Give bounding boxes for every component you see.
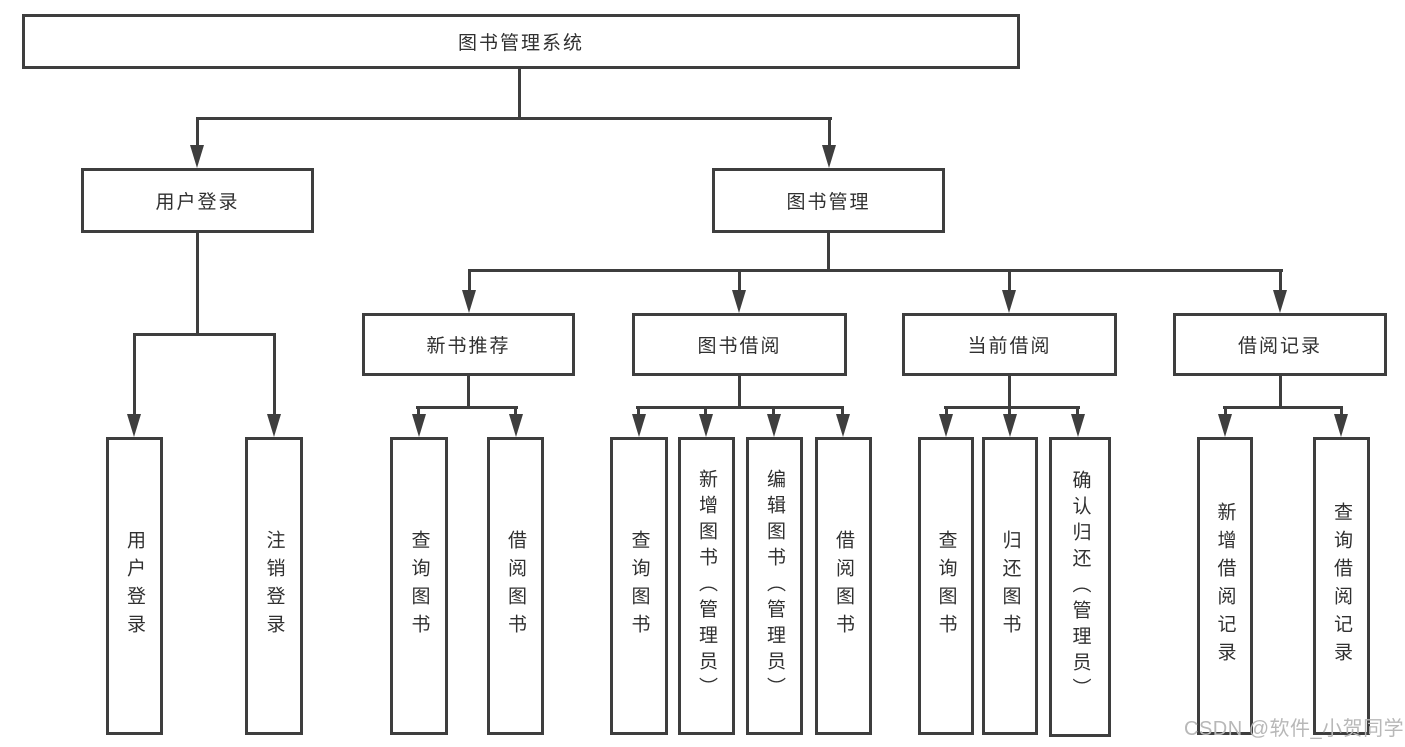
arrow-down-icon — [1003, 414, 1017, 437]
connector-leaf-stem — [1340, 406, 1343, 418]
connector-leaf-stem — [1224, 406, 1227, 418]
connector-records-bar — [1223, 406, 1343, 409]
connector-current-bar — [944, 406, 1080, 409]
node-current-borrow-label: 当前借阅 — [967, 336, 1052, 357]
connector-leaf-stem — [273, 333, 276, 414]
leaf-borrow-borrow-books: 借阅图书 — [815, 437, 872, 735]
connector-recommend-bar — [416, 406, 518, 409]
node-book-management-label: 图书管理 — [786, 192, 871, 213]
leaf-borrow-query-books: 查询图书 — [610, 437, 668, 735]
node-user-login: 用户登录 — [81, 168, 314, 233]
connector-group-stem — [738, 269, 741, 292]
arrow-down-icon — [1218, 414, 1232, 437]
node-borrow-records-label: 借阅记录 — [1237, 336, 1322, 357]
connector-records-down — [1279, 376, 1282, 408]
node-book-borrow: 图书借阅 — [632, 313, 847, 376]
arrow-down-icon — [412, 414, 426, 437]
connector-user-login-stem — [196, 117, 199, 150]
arrow-down-icon — [732, 290, 746, 313]
connector-book-mgmt-stem — [828, 117, 831, 150]
leaf-logout: 注销登录 — [245, 437, 303, 735]
leaf-recommend-borrow-books-label: 借阅图书 — [505, 530, 526, 642]
connector-root-bar — [196, 117, 832, 120]
connector-recommend-down — [467, 376, 470, 408]
connector-leaf-stem — [417, 406, 420, 418]
connector-current-down — [1008, 376, 1011, 408]
arrow-down-icon — [509, 414, 523, 437]
node-borrow-records: 借阅记录 — [1173, 313, 1387, 376]
connector-leaf-stem — [133, 333, 136, 414]
leaf-current-return-books: 归还图书 — [982, 437, 1038, 735]
connector-leaf-stem — [1008, 406, 1011, 418]
connector-user-login-down — [196, 233, 199, 336]
arrow-down-icon — [836, 414, 850, 437]
connector-group-stem — [468, 269, 471, 292]
node-root: 图书管理系统 — [22, 14, 1020, 69]
node-user-login-label: 用户登录 — [155, 192, 240, 213]
connector-leaf-stem — [637, 406, 640, 418]
node-new-book-recommend-label: 新书推荐 — [426, 336, 511, 357]
connector-borrow-bar — [636, 406, 844, 409]
connector-user-login-bar — [133, 333, 276, 336]
leaf-user-login-label: 用户登录 — [124, 530, 145, 642]
leaf-user-login: 用户登录 — [106, 437, 163, 735]
leaf-borrow-add-books-admin-label: 新增图书（管理员） — [696, 469, 717, 703]
connector-leaf-stem — [1076, 406, 1079, 418]
node-new-book-recommend: 新书推荐 — [362, 313, 575, 376]
leaf-borrow-add-books-admin: 新增图书（管理员） — [678, 437, 735, 735]
node-book-management: 图书管理 — [712, 168, 945, 233]
connector-leaf-stem — [945, 406, 948, 418]
arrow-down-icon — [939, 414, 953, 437]
connector-leaf-stem — [841, 406, 844, 418]
leaf-current-confirm-return-admin: 确认归还（管理员） — [1049, 437, 1111, 737]
leaf-current-return-books-label: 归还图书 — [999, 530, 1021, 642]
connector-leaf-stem — [514, 406, 517, 418]
arrow-down-icon — [1071, 414, 1085, 437]
leaf-current-query-books: 查询图书 — [918, 437, 974, 735]
node-current-borrow: 当前借阅 — [902, 313, 1117, 376]
leaf-recommend-query-books: 查询图书 — [390, 437, 448, 735]
leaf-current-confirm-return-admin-label: 确认归还（管理员） — [1069, 470, 1091, 704]
leaf-current-query-books-label: 查询图书 — [935, 530, 957, 642]
connector-leaf-stem — [704, 406, 707, 418]
arrow-down-icon — [1002, 290, 1016, 313]
node-book-borrow-label: 图书借阅 — [697, 336, 782, 357]
connector-group-stem — [1008, 269, 1011, 292]
csdn-watermark: CSDN @软件_小贺同学 — [1184, 718, 1405, 740]
connector-group-stem — [1279, 269, 1282, 292]
connector-book-mgmt-down — [827, 233, 830, 271]
leaf-borrow-edit-books-admin-label: 编辑图书（管理员） — [764, 469, 785, 703]
arrow-down-icon — [822, 145, 836, 168]
connector-borrow-down — [738, 376, 741, 408]
connector-book-mgmt-bar — [468, 269, 1283, 272]
leaf-records-query-record-label: 查询借阅记录 — [1331, 502, 1352, 670]
leaf-logout-label: 注销登录 — [263, 530, 285, 642]
arrow-down-icon — [767, 414, 781, 437]
node-root-label: 图书管理系统 — [457, 33, 584, 54]
arrow-down-icon — [190, 145, 204, 168]
leaf-recommend-borrow-books: 借阅图书 — [487, 437, 544, 735]
leaf-records-add-record-label: 新增借阅记录 — [1214, 502, 1236, 670]
leaf-records-query-record: 查询借阅记录 — [1313, 437, 1370, 735]
leaf-recommend-query-books-label: 查询图书 — [408, 530, 430, 642]
leaf-borrow-query-books-label: 查询图书 — [628, 530, 650, 642]
arrow-down-icon — [127, 414, 141, 437]
arrow-down-icon — [462, 290, 476, 313]
arrow-down-icon — [1334, 414, 1348, 437]
connector-root-stem — [518, 68, 521, 119]
leaf-borrow-borrow-books-label: 借阅图书 — [833, 530, 854, 642]
leaf-borrow-edit-books-admin: 编辑图书（管理员） — [746, 437, 803, 735]
arrow-down-icon — [1273, 290, 1287, 313]
arrow-down-icon — [267, 414, 281, 437]
connector-leaf-stem — [772, 406, 775, 418]
arrow-down-icon — [699, 414, 713, 437]
arrow-down-icon — [632, 414, 646, 437]
leaf-records-add-record: 新增借阅记录 — [1197, 437, 1253, 735]
